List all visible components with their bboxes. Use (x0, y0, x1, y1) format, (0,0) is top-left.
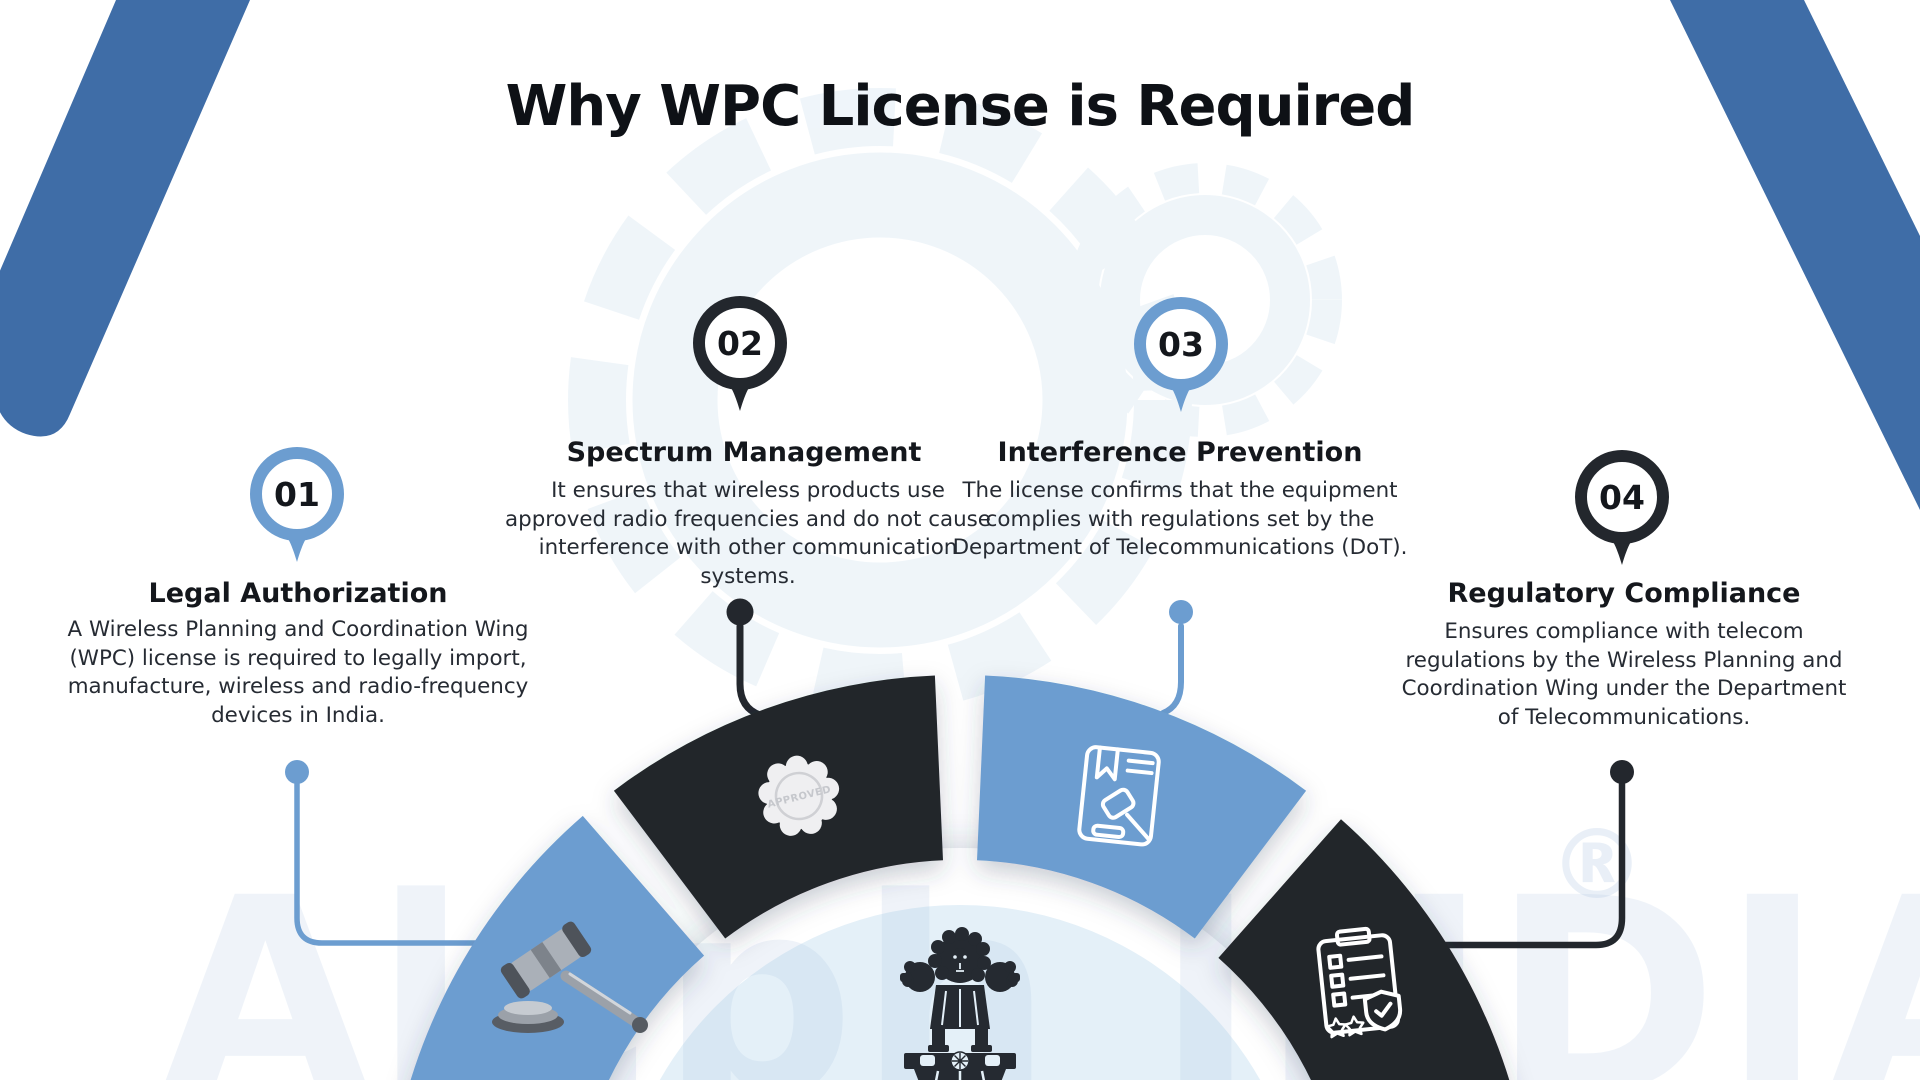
step-heading: Legal Authorization (148, 578, 448, 609)
map-pin-icon (693, 296, 787, 411)
law-book-gavel-icon (1077, 745, 1161, 847)
arc-segment-3 (977, 675, 1307, 939)
map-pin-icon (1134, 297, 1228, 412)
connector-dot-step1 (285, 760, 309, 784)
ribbon-top-right (1670, 0, 1920, 510)
step-heading: Interference Prevention (997, 437, 1363, 468)
background-gear-watermark (568, 88, 1342, 712)
connector-step1 (294, 781, 543, 946)
step-number: 01 (274, 474, 320, 514)
step-heading: Spectrum Management (566, 437, 922, 468)
map-pin-icon (1575, 450, 1669, 565)
step-3-pin: 03 (1133, 296, 1229, 422)
step-number: 02 (717, 323, 763, 363)
connector-lines (285, 598, 1634, 949)
registered-trademark-icon: ® (1549, 809, 1645, 921)
step-description: Ensures compliance with telecom regulati… (1401, 619, 1847, 731)
india-national-emblem (900, 927, 1020, 1080)
ribbon-top-left (0, 0, 250, 437)
step-heading: Regulatory Compliance (1447, 578, 1801, 609)
map-pin-icon (250, 447, 344, 562)
step-4-pin: 04 (1574, 449, 1670, 575)
approved-seal-icon: APPROVED (758, 755, 840, 836)
page-title: Why WPC License is Required (505, 74, 1416, 139)
connector-step3 (1160, 623, 1184, 716)
connector-dot-step4 (1610, 760, 1634, 784)
compliance-checklist-icon (1316, 926, 1403, 1039)
step-description: A Wireless Planning and Coordination Win… (67, 617, 529, 729)
step-2-pin: 02 (692, 295, 788, 421)
arc-segment-4 (1218, 819, 1510, 1080)
step-description: The license confirms that the equipment … (952, 478, 1408, 561)
connector-dot-step3 (1169, 600, 1193, 624)
step-number: 04 (1599, 477, 1645, 517)
connector-step4 (1408, 780, 1626, 949)
step-description: It ensures that wireless products use ap… (505, 478, 991, 590)
step-number: 03 (1158, 324, 1204, 364)
gavel-icon (492, 921, 648, 1033)
step-1-pin: 01 (249, 446, 345, 572)
connector-dot-step2 (726, 598, 754, 626)
